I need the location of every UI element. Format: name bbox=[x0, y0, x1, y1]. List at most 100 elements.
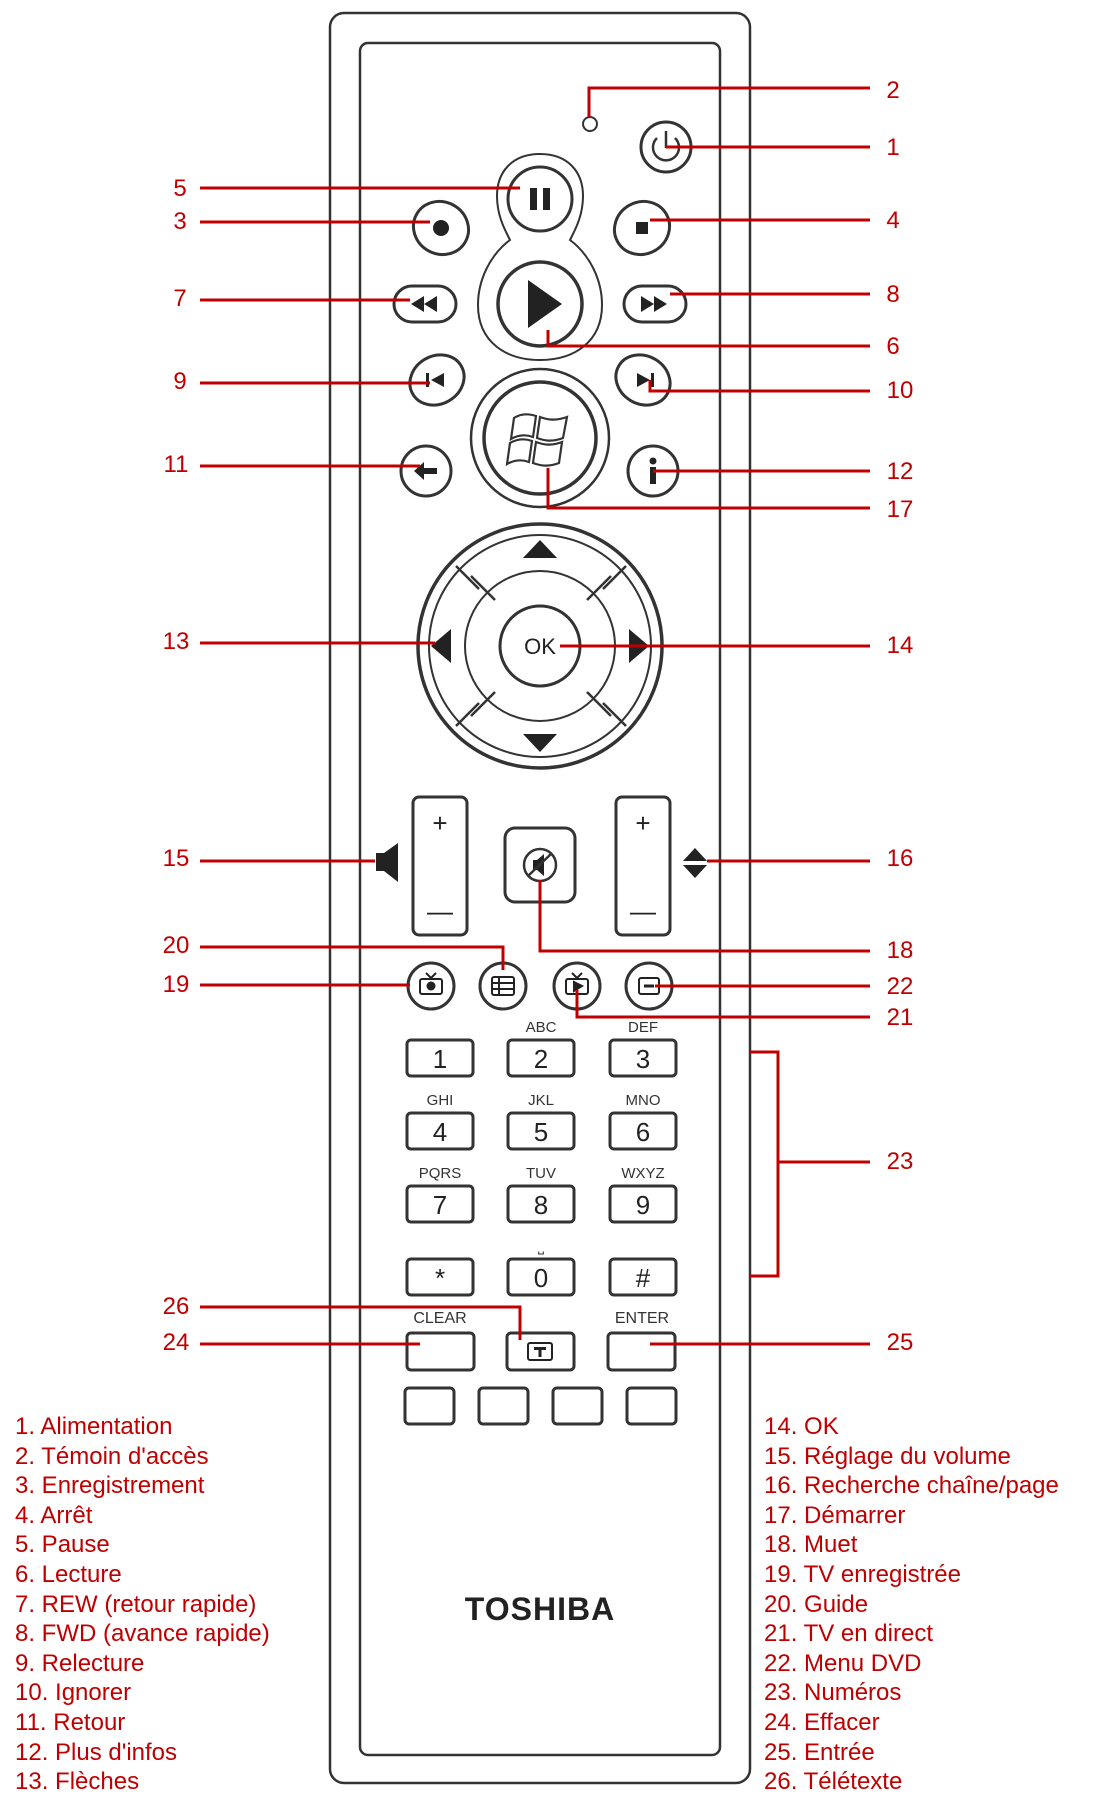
key-digit-label: 6 bbox=[636, 1117, 650, 1147]
callout-5: 5 bbox=[173, 175, 186, 202]
arrow-left-button[interactable] bbox=[431, 629, 451, 663]
fast-forward-icon bbox=[641, 296, 667, 312]
channel-down-label: — bbox=[630, 896, 656, 926]
skip-icon bbox=[637, 373, 654, 387]
callout-9: 9 bbox=[173, 368, 186, 395]
callout-25: 25 bbox=[887, 1329, 914, 1356]
record-icon bbox=[433, 220, 449, 236]
callout-8: 8 bbox=[886, 281, 899, 308]
clear-label: CLEAR bbox=[413, 1310, 466, 1327]
key-letters-label: ABC bbox=[526, 1019, 557, 1036]
callout-10: 10 bbox=[887, 377, 914, 404]
legend-item: 3. Enregistrement bbox=[15, 1472, 205, 1500]
key-letters-label: MNO bbox=[626, 1092, 661, 1109]
key-digit-label: 5 bbox=[534, 1117, 548, 1147]
channel-page-rocker[interactable]: + — bbox=[614, 795, 672, 937]
key-star[interactable]: * bbox=[405, 1257, 475, 1297]
dvd-menu-button[interactable] bbox=[624, 961, 674, 1011]
key-digit-label: # bbox=[636, 1263, 651, 1293]
callout-26: 26 bbox=[163, 1293, 190, 1320]
play-button[interactable] bbox=[496, 260, 584, 348]
teletext-icon bbox=[527, 1342, 553, 1361]
callout-12: 12 bbox=[887, 458, 914, 485]
key-letters-label: PQRS bbox=[419, 1165, 462, 1182]
teletext-button[interactable] bbox=[505, 1331, 576, 1372]
legend-item: 2. Témoin d'accès bbox=[15, 1442, 209, 1470]
color-button-3[interactable] bbox=[551, 1386, 604, 1426]
legend-item: 20. Guide bbox=[764, 1590, 869, 1618]
back-arrow-icon bbox=[414, 462, 437, 480]
volume-rocker[interactable]: + — bbox=[411, 795, 469, 937]
callout-16: 16 bbox=[887, 845, 914, 872]
legend-item: 25. Entrée bbox=[764, 1738, 875, 1766]
stop-button[interactable] bbox=[605, 191, 679, 264]
callout-18: 18 bbox=[887, 937, 914, 964]
replay-icon bbox=[426, 373, 444, 387]
key-0[interactable]: 0⎵ bbox=[506, 1238, 576, 1297]
arrow-up-button[interactable] bbox=[523, 540, 557, 558]
ok-label: OK bbox=[524, 634, 556, 659]
recorded-tv-icon bbox=[419, 972, 443, 995]
key-1[interactable]: 1 bbox=[405, 1038, 475, 1078]
mute-icon bbox=[522, 847, 558, 883]
speaker-icon bbox=[376, 843, 398, 882]
color-button-4[interactable] bbox=[625, 1386, 678, 1426]
power-icon bbox=[651, 137, 681, 162]
pause-button[interactable] bbox=[506, 165, 574, 233]
legend-item: 10. Ignorer bbox=[15, 1679, 132, 1707]
info-icon bbox=[649, 457, 657, 484]
callout-14: 14 bbox=[887, 632, 914, 659]
callout-22: 22 bbox=[887, 973, 914, 1000]
record-button[interactable] bbox=[404, 191, 478, 264]
back-button[interactable] bbox=[399, 444, 453, 498]
color-button-1[interactable] bbox=[403, 1386, 456, 1426]
legend-item: 24. Effacer bbox=[764, 1708, 880, 1736]
legend-item: 11. Retour bbox=[15, 1708, 126, 1736]
legend-item: 12. Plus d'infos bbox=[15, 1738, 178, 1766]
arrow-down-button[interactable] bbox=[523, 734, 557, 752]
key-5[interactable]: 5 JKL bbox=[506, 1092, 576, 1151]
access-led bbox=[582, 116, 598, 132]
callout-24: 24 bbox=[163, 1329, 190, 1356]
callout-numbers: 2 1 5 3 4 7 8 6 9 10 11 12 17 13 14 15 1… bbox=[163, 77, 914, 1356]
key-digit-label: 4 bbox=[433, 1117, 447, 1147]
replay-button[interactable] bbox=[401, 345, 473, 415]
pause-icon bbox=[530, 188, 550, 210]
key-letters-label: WXYZ bbox=[621, 1165, 664, 1182]
key-4[interactable]: 4 GHI bbox=[405, 1092, 475, 1151]
recorded-tv-button[interactable] bbox=[406, 961, 456, 1011]
legend-item: 18. Muet bbox=[764, 1531, 858, 1559]
callout-3: 3 bbox=[173, 208, 186, 235]
skip-button[interactable] bbox=[607, 345, 679, 415]
key-letters-label: GHI bbox=[427, 1092, 454, 1109]
clear-button[interactable]: CLEAR bbox=[405, 1310, 476, 1372]
enter-label: ENTER bbox=[615, 1310, 669, 1327]
stop-icon bbox=[636, 222, 648, 234]
key-hash[interactable]: # bbox=[608, 1257, 678, 1297]
legend-item: 4. Arrêt bbox=[15, 1501, 93, 1529]
ok-button[interactable]: OK bbox=[498, 604, 582, 688]
start-button[interactable] bbox=[469, 367, 611, 509]
guide-icon bbox=[491, 976, 515, 996]
guide-button[interactable] bbox=[478, 961, 528, 1011]
legend-item: 21. TV en direct bbox=[764, 1620, 933, 1648]
windows-logo-icon bbox=[505, 413, 569, 467]
brand-logo: TOSHIBA bbox=[465, 1591, 615, 1627]
enter-button[interactable]: ENTER bbox=[606, 1310, 677, 1372]
key-6[interactable]: 6 MNO bbox=[608, 1092, 678, 1151]
rewind-button[interactable] bbox=[392, 284, 458, 324]
legend-item: 14. OK bbox=[764, 1413, 839, 1440]
legend-item: 8. FWD (avance rapide) bbox=[15, 1620, 270, 1648]
fast-forward-button[interactable] bbox=[622, 284, 688, 324]
callout-19: 19 bbox=[163, 971, 190, 998]
color-button-2[interactable] bbox=[477, 1386, 530, 1426]
key-letters-label: JKL bbox=[528, 1092, 554, 1109]
